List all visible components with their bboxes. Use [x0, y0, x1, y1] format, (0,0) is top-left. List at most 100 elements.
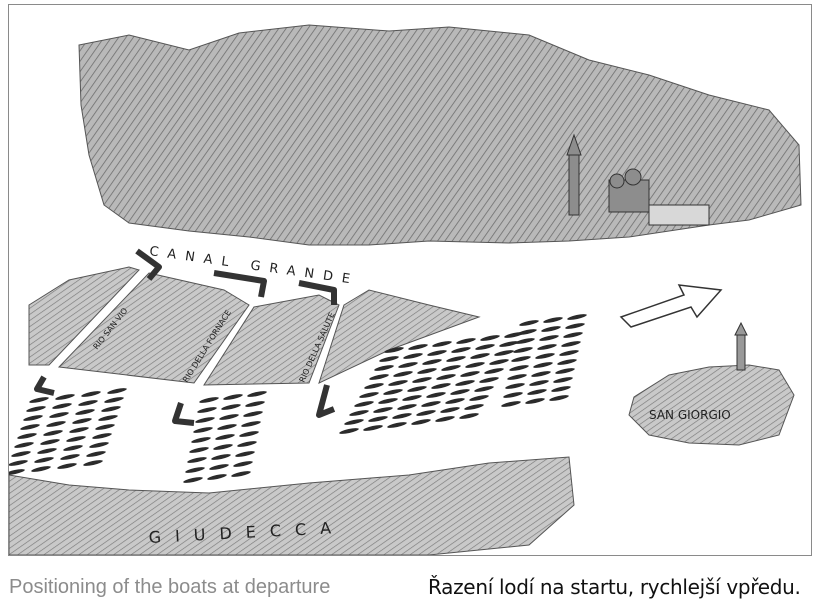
boat — [215, 434, 235, 440]
boat — [412, 377, 432, 383]
boat — [197, 407, 217, 413]
arrow-icon — [135, 248, 162, 281]
boat — [52, 403, 72, 409]
boat — [426, 392, 446, 398]
boat — [392, 413, 412, 419]
caption-english: Positioning of the boats at departure — [9, 576, 331, 598]
boat — [60, 454, 80, 460]
boat — [243, 411, 263, 417]
boat — [541, 326, 561, 332]
boat — [555, 368, 575, 374]
boat — [31, 466, 51, 472]
boat — [209, 464, 229, 470]
boat — [451, 347, 471, 353]
boat — [241, 421, 261, 427]
boat — [9, 469, 25, 475]
boat — [499, 341, 519, 347]
boat — [475, 344, 495, 350]
boat — [199, 397, 219, 403]
giudecca-island — [9, 456, 575, 555]
boat — [440, 407, 460, 413]
boat — [407, 386, 427, 392]
boat — [63, 445, 83, 451]
boat — [450, 389, 470, 395]
boat — [494, 350, 514, 356]
boat — [459, 413, 479, 419]
boat — [379, 356, 399, 362]
boat — [557, 359, 577, 365]
boat — [107, 388, 127, 394]
boat — [98, 415, 118, 421]
boat — [49, 412, 69, 418]
boat — [393, 371, 413, 377]
boat — [460, 371, 480, 377]
boat — [480, 335, 500, 341]
boat — [551, 386, 571, 392]
boat — [81, 391, 101, 397]
boat — [211, 454, 231, 460]
boat — [549, 395, 569, 401]
boat — [446, 356, 466, 362]
boat — [479, 377, 499, 383]
san-marco-skyline — [566, 133, 710, 226]
boat — [72, 418, 92, 424]
boat — [398, 362, 418, 368]
boat — [397, 404, 417, 410]
big-arrow-icon — [619, 284, 723, 328]
boat — [233, 461, 253, 467]
boat — [349, 410, 369, 416]
boat — [374, 365, 394, 371]
boat — [364, 383, 384, 389]
boat — [565, 323, 585, 329]
boat — [383, 389, 403, 395]
boat — [235, 451, 255, 457]
boat — [517, 329, 537, 335]
boat — [567, 314, 587, 320]
boat — [187, 457, 207, 463]
arrow-icon — [213, 270, 267, 298]
boat — [422, 359, 442, 365]
boat — [509, 365, 529, 371]
boat — [535, 353, 555, 359]
venice-regatta-illustration: CANAL GRANDE SAN GIORGIO GIUDECCA RIO SA… — [9, 24, 802, 555]
boat — [40, 439, 60, 445]
boat — [384, 347, 404, 353]
boat — [46, 421, 66, 427]
boat — [213, 444, 233, 450]
boat — [421, 401, 441, 407]
boat — [11, 451, 31, 457]
boat — [75, 409, 95, 415]
boat — [445, 398, 465, 404]
boat — [402, 395, 422, 401]
boat — [503, 392, 523, 398]
boat — [411, 419, 431, 425]
boat — [543, 317, 563, 323]
boat — [474, 386, 494, 392]
boat — [484, 368, 504, 374]
boat — [427, 350, 447, 356]
boat — [29, 397, 49, 403]
boat-fleet — [9, 314, 587, 483]
caption-czech: Řazení lodí na startu, rychlejší vpředu. — [428, 575, 801, 599]
san-giorgio-island — [628, 364, 795, 446]
dorsoduro-block-1 — [57, 272, 250, 384]
boat — [37, 448, 57, 454]
boat — [193, 427, 213, 433]
boat — [387, 422, 407, 428]
boat — [359, 392, 379, 398]
boat — [195, 417, 215, 423]
boat — [344, 419, 364, 425]
boat — [469, 395, 489, 401]
boat — [14, 442, 34, 448]
boat — [464, 404, 484, 410]
boat — [69, 427, 89, 433]
boat — [519, 320, 539, 326]
boat — [339, 428, 359, 434]
direction-arrows — [34, 248, 337, 426]
boat — [23, 415, 43, 421]
boat — [101, 406, 121, 412]
boat — [537, 344, 557, 350]
boat — [9, 460, 28, 466]
boat — [563, 332, 583, 338]
boat — [223, 394, 243, 400]
